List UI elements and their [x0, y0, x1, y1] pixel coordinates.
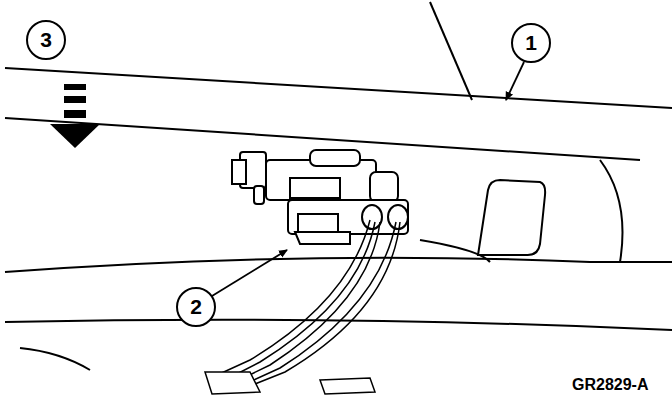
- wires: [205, 220, 400, 394]
- figure-code: GR2829-A: [572, 376, 648, 394]
- callout-number: 3: [40, 28, 52, 52]
- callout-circles: [27, 21, 550, 326]
- headliner-lines: [5, 2, 672, 370]
- callout-number: 1: [525, 31, 537, 55]
- lamp-assembly: [232, 150, 408, 244]
- callout-number: 2: [190, 295, 202, 319]
- direction-arrow: [50, 84, 100, 148]
- pad: [478, 180, 545, 255]
- leader-lines: [212, 62, 524, 296]
